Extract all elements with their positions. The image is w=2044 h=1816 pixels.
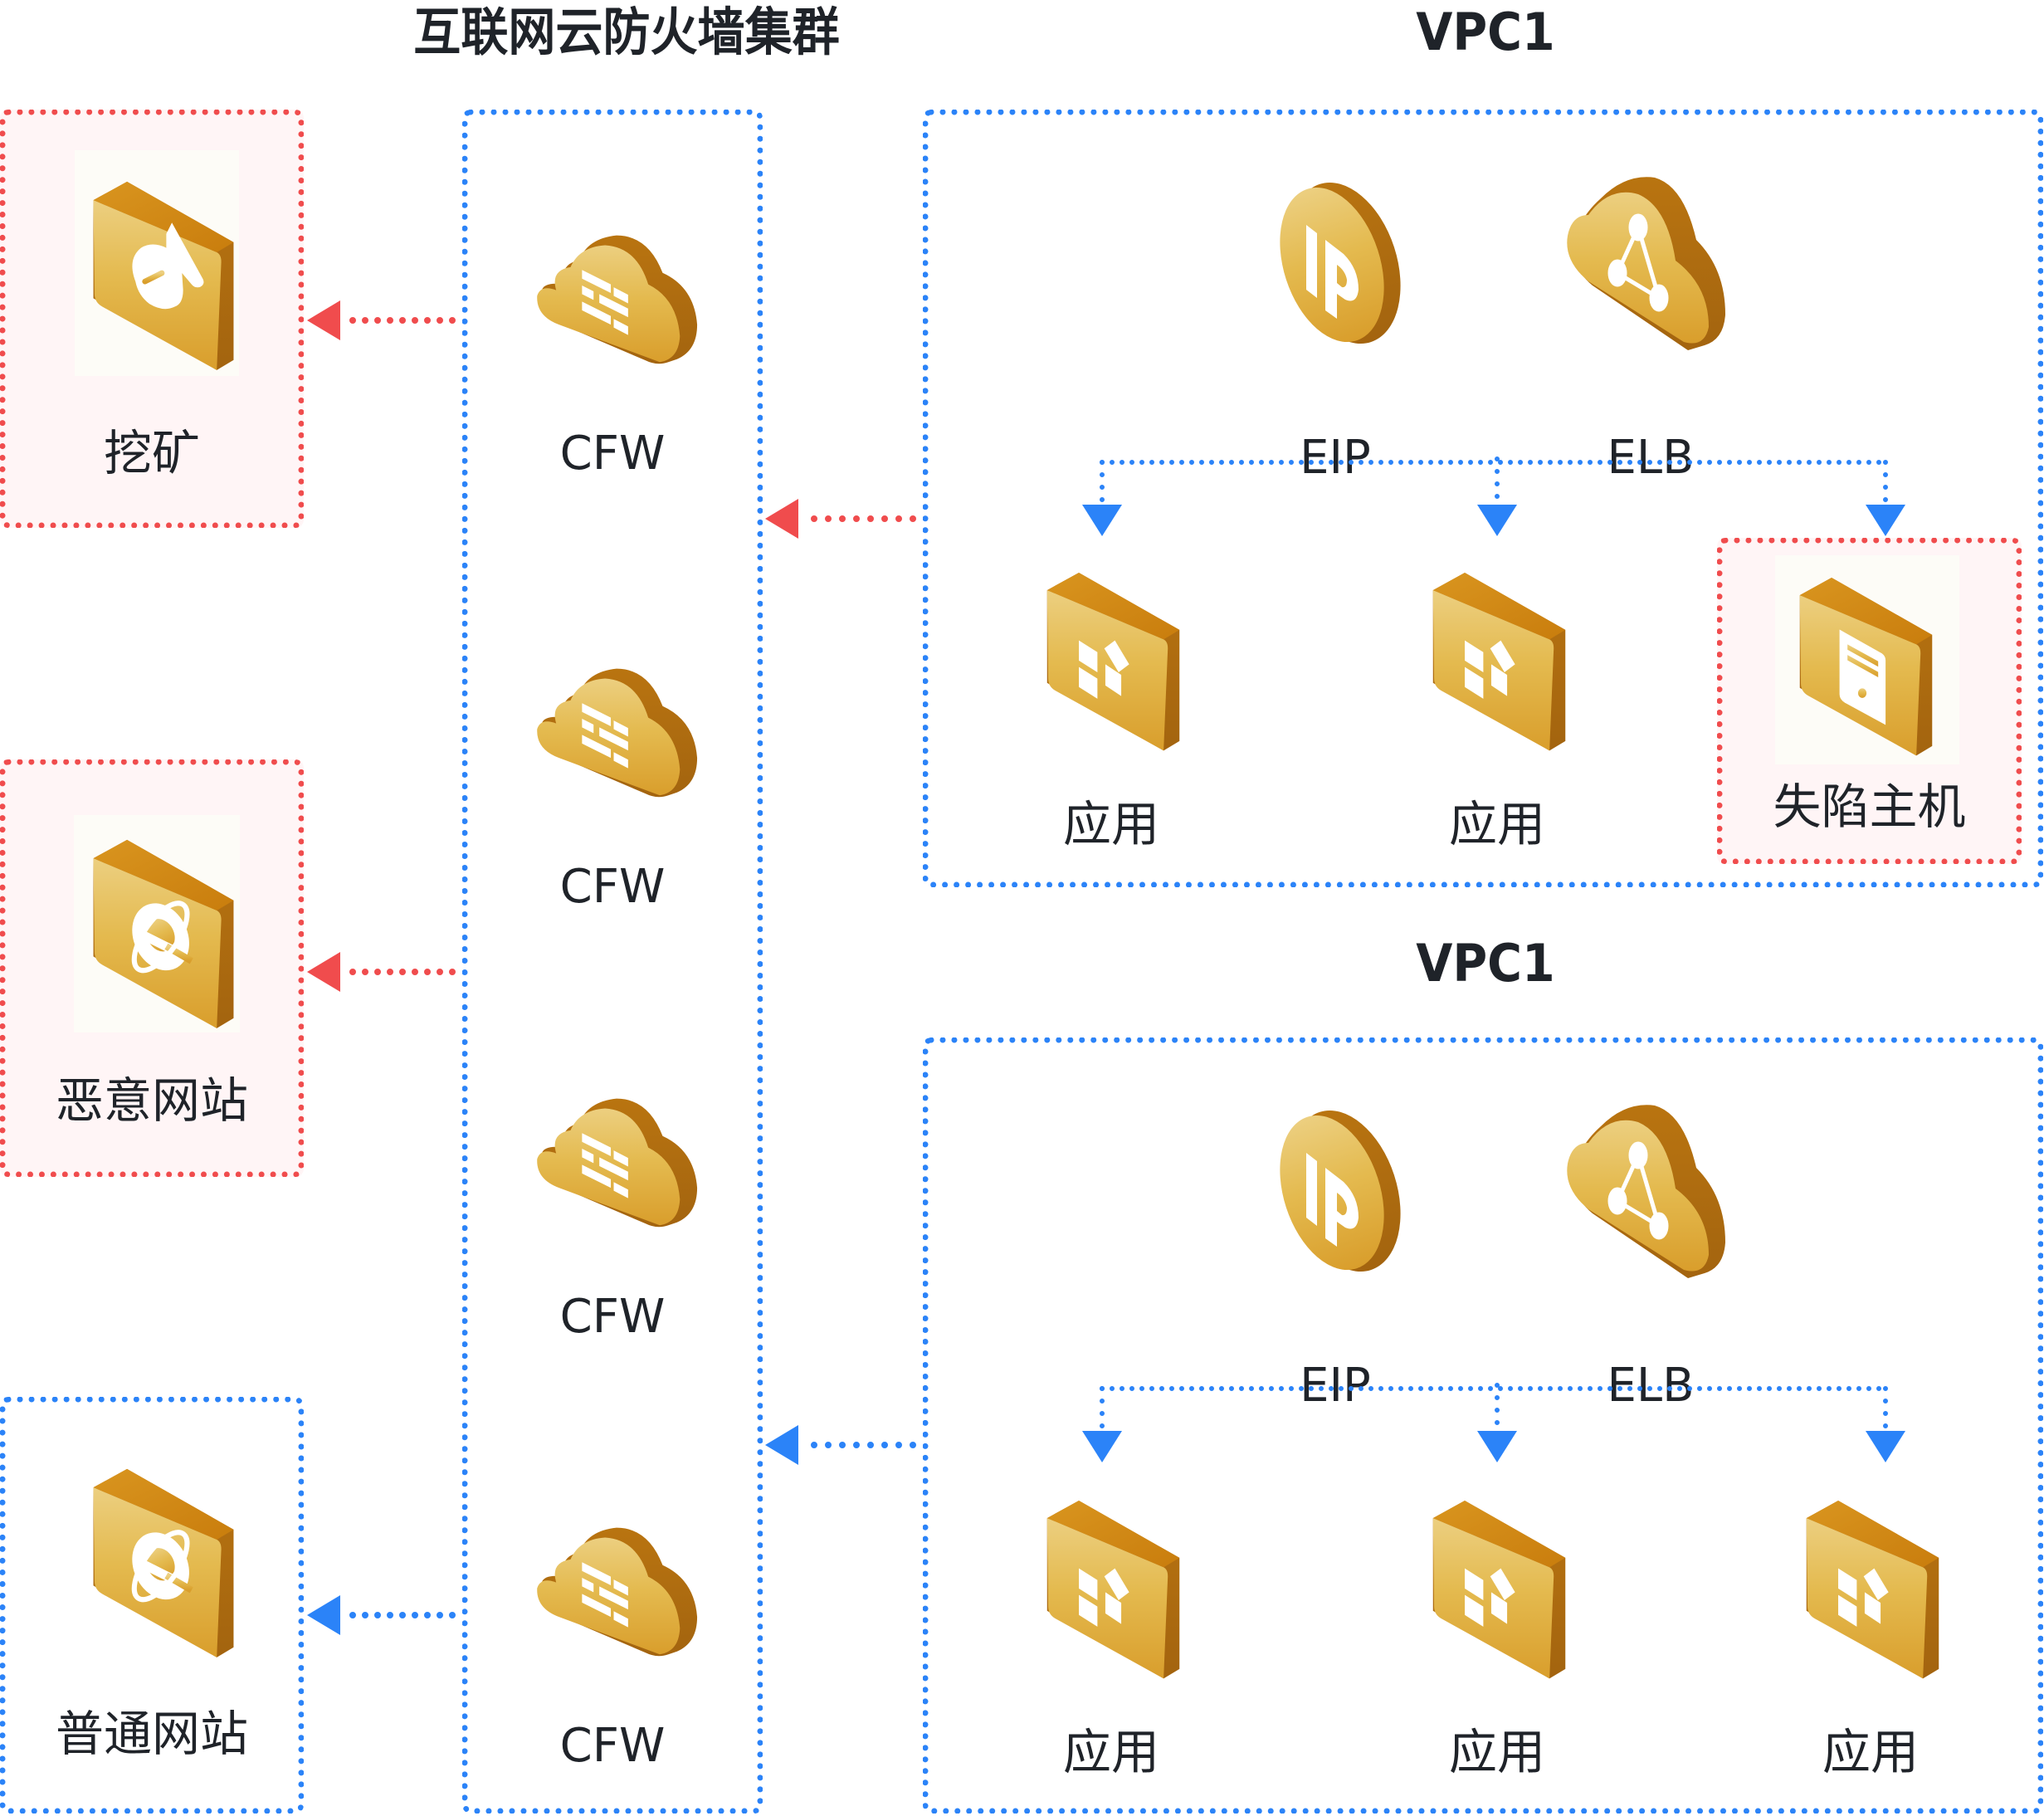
normal-site-box[interactable]: 普通网站	[0, 1397, 304, 1814]
eip-label: EIP	[1300, 431, 1371, 485]
vpc-bottom-box: EIP ELB 应用 应用	[923, 1037, 2043, 1814]
eip-label: EIP	[1300, 1359, 1371, 1413]
load-balancer-cloud-icon	[1567, 1105, 1725, 1278]
app-label: 应用	[1062, 796, 1159, 852]
ip-coin-icon	[1280, 1110, 1401, 1272]
arrowhead-to-app-2	[1477, 505, 1517, 536]
elb-label: ELB	[1607, 431, 1695, 485]
cloud-firewall-icon	[537, 668, 698, 798]
cfw-label: CFW	[559, 1290, 666, 1344]
mining-pickaxe-icon	[93, 181, 234, 370]
vpc-top-title: VPC1	[1416, 2, 1555, 62]
vpc-bottom-branch-lines	[1100, 1383, 1888, 1431]
app-node[interactable]: 应用	[1763, 1483, 1978, 1799]
vpc-bottom-title: VPC1	[1416, 933, 1555, 993]
cloud-firewall-icon	[537, 235, 698, 364]
app-node[interactable]: 应用	[1003, 1483, 1219, 1799]
malicious-site-box[interactable]: 恶意网站	[0, 759, 304, 1177]
arrowhead-to-cfw-from-vpc-top	[765, 499, 798, 539]
app-label: 应用	[1062, 1724, 1159, 1780]
vpc-top-branch-lines	[1100, 456, 1888, 505]
eip-node[interactable]: EIP	[1227, 165, 1443, 489]
cfw-node[interactable]: CFW	[468, 1053, 757, 1352]
application-icon	[1432, 1501, 1566, 1679]
eip-node[interactable]: EIP	[1227, 1093, 1443, 1417]
arrowhead-to-app-1	[1082, 1431, 1122, 1462]
app-node[interactable]: 应用	[1389, 555, 1605, 871]
cfw-label: CFW	[559, 427, 666, 481]
cfw-label: CFW	[559, 1719, 666, 1773]
ip-coin-icon	[1280, 182, 1401, 344]
load-balancer-cloud-icon	[1567, 177, 1725, 350]
browser-e-icon	[93, 1468, 234, 1657]
normal-site-label: 普通网站	[55, 1706, 248, 1762]
arrowhead-to-app-2	[1477, 1431, 1517, 1462]
compromised-host-box[interactable]: 失陷主机	[1717, 538, 2022, 864]
arrowhead-to-mining	[307, 300, 340, 340]
application-icon	[1432, 573, 1566, 751]
cfw-node[interactable]: CFW	[468, 623, 757, 922]
app-label: 应用	[1448, 796, 1545, 852]
compromised-host-label: 失陷主机	[1773, 779, 1966, 835]
app-node[interactable]: 应用	[1389, 1483, 1605, 1799]
malicious-site-label: 恶意网站	[55, 1072, 248, 1129]
application-icon	[1806, 1501, 1939, 1679]
arrowhead-to-cfw-from-vpc-bottom	[765, 1425, 798, 1465]
server-host-icon	[1799, 578, 1933, 756]
cfw-node[interactable]: CFW	[468, 1482, 757, 1781]
cfw-cluster-title: 互联网云防火墙集群	[413, 2, 840, 62]
cloud-firewall-icon	[537, 1098, 698, 1228]
app-node[interactable]: 应用	[1003, 555, 1219, 871]
cfw-label: CFW	[559, 860, 666, 914]
elb-node[interactable]: ELB	[1534, 165, 1767, 489]
elb-node[interactable]: ELB	[1534, 1093, 1767, 1417]
arrowhead-to-normal-site	[307, 1595, 340, 1635]
application-icon	[1046, 573, 1180, 751]
mining-target-box[interactable]: 挖矿	[0, 110, 304, 528]
mining-label: 挖矿	[103, 425, 200, 481]
app-label: 应用	[1448, 1724, 1545, 1780]
cfw-cluster-box: CFW CFW CFW	[462, 110, 763, 1814]
arrowhead-to-malicious-site	[307, 952, 340, 992]
arrowhead-to-app-3	[1866, 1431, 1905, 1462]
cloud-firewall-icon	[537, 1527, 698, 1657]
cfw-node[interactable]: CFW	[468, 190, 757, 489]
vpc-top-box: EIP ELB 应用	[923, 110, 2043, 887]
app-label: 应用	[1822, 1724, 1919, 1780]
elb-label: ELB	[1607, 1359, 1695, 1413]
arrowhead-to-compromised-host	[1866, 505, 1905, 536]
browser-e-icon	[93, 839, 234, 1028]
arrowhead-to-app-1	[1082, 505, 1122, 536]
application-icon	[1046, 1501, 1180, 1679]
